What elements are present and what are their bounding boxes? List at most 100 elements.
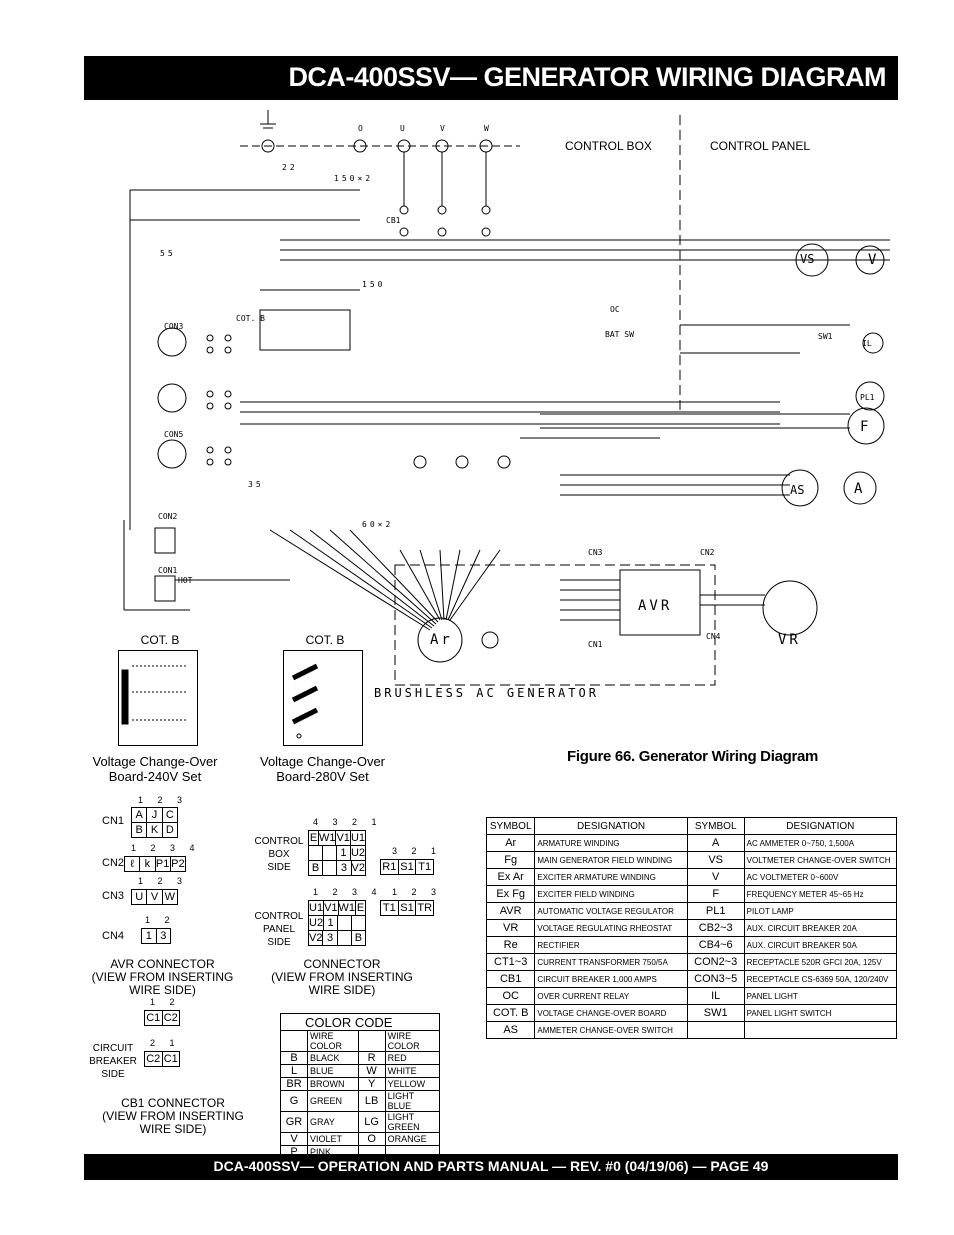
pin — [309, 846, 323, 860]
color-abbrev: LB — [357, 1090, 386, 1112]
color-abbrev: W — [357, 1064, 386, 1078]
symbol-cell: OC — [485, 987, 536, 1005]
designation-cell: PANEL LIGHT SWITCH — [743, 1004, 898, 1022]
color-name: BLUE — [307, 1064, 359, 1078]
box-pins-top: 4 3 2 1 — [313, 817, 383, 827]
pin: B — [309, 861, 324, 875]
panel-pins-top: 1 2 3 4 — [313, 887, 383, 897]
aux-breakers — [206, 334, 232, 466]
pin: C — [165, 809, 174, 821]
cb1-caption-3: WIRE SIDE) — [139, 1122, 207, 1136]
symbol-table: SYMBOL DESIGNATION SYMBOL DESIGNATION Ar… — [485, 817, 898, 1039]
color-abbrev: GR — [280, 1111, 308, 1133]
control-panel-side-2: PANEL — [262, 924, 296, 935]
symbol-cell: V — [686, 868, 745, 886]
color-abbrev: L — [280, 1064, 308, 1078]
symbol-cell: IL — [686, 987, 745, 1005]
sw1-label: SW1 — [818, 332, 833, 341]
panel-small-row: T1 S1 TR — [380, 900, 434, 916]
meter-as-label: AS — [790, 483, 805, 497]
color-name: LIGHT GREEN — [384, 1111, 441, 1133]
symbol-cell: AVR — [485, 902, 536, 920]
avr-box — [619, 569, 701, 636]
wire-color-header: WIRE COLOR — [307, 1030, 359, 1052]
color-name: GRAY — [307, 1111, 359, 1133]
symbol-cell: Fg — [485, 851, 536, 869]
panel-row2: U2 1 — [308, 915, 366, 931]
pin: A — [132, 808, 148, 822]
pin: E — [356, 902, 365, 914]
bat-sw-label: BAT SW — [605, 330, 634, 339]
box-small-pins: 3 2 1 — [392, 846, 443, 856]
symbol-cell: A — [686, 834, 745, 852]
pin: 1 — [337, 846, 351, 860]
cot-label: COT. B — [236, 314, 265, 323]
ground-icon — [260, 110, 276, 129]
color-name: VIOLET — [307, 1132, 359, 1146]
terminal-label-v: V — [440, 124, 445, 133]
avr-cn4-label: CN4 — [102, 930, 125, 942]
color-abbrev: O — [357, 1132, 386, 1146]
board280-title: COT. B — [305, 633, 345, 647]
page-title: DCA-400SSV— GENERATOR WIRING DIAGRAM — [288, 62, 886, 92]
designation-cell: AUX. CIRCUIT BREAKER 50A — [743, 936, 898, 954]
cn3-label: CN3 — [588, 548, 603, 557]
color-abbrev: R — [357, 1051, 386, 1065]
designation-cell: OVER CURRENT RELAY — [534, 987, 688, 1005]
avr-caption-1: AVR CONNECTOR — [110, 957, 215, 971]
footer-banner: DCA-400SSV— OPERATION AND PARTS MANUAL —… — [84, 1154, 898, 1180]
cb1-row-top: C1 C2 — [144, 1010, 180, 1026]
oc-label: OC — [610, 305, 620, 314]
symbol-cell: Ar — [485, 834, 536, 852]
meter-pl1-label: PL1 — [860, 393, 875, 402]
pin: 3 — [160, 930, 167, 942]
designation-cell: AUX. CIRCUIT BREAKER 20A — [743, 919, 898, 937]
pin: J — [147, 808, 163, 822]
symbol-cell: VR — [485, 919, 536, 937]
color-name: RED — [384, 1051, 441, 1065]
symbol-cell: SW1 — [686, 1004, 745, 1022]
con5-label: CON5 — [164, 430, 184, 439]
pin: C1 — [163, 1053, 178, 1065]
symbol-cell: CON3~5 — [686, 970, 745, 988]
cn1-label: CN1 — [588, 640, 603, 649]
color-name: WHITE — [384, 1064, 441, 1078]
wiring-schematic — [123, 110, 890, 686]
control-panel-label: CONTROL PANEL — [710, 139, 811, 153]
hot-label: HOT — [178, 576, 193, 585]
symbol-cell: AS — [485, 1021, 536, 1039]
wire-color-header: WIRE COLOR — [384, 1030, 441, 1052]
designation-cell: RECEPTACLE 520R GFCI 20A, 125V — [743, 953, 898, 971]
designation-header: DESIGNATION — [534, 817, 688, 835]
cn4-label: CN4 — [706, 632, 721, 641]
avr-cn2-row: ℓ k P1 P2 — [124, 856, 186, 872]
pin: W1 — [318, 831, 337, 845]
symbol-header: SYMBOL — [686, 817, 745, 835]
pin: S1 — [399, 901, 417, 915]
board280-drawing — [283, 650, 363, 746]
pin: U — [132, 890, 148, 904]
box-row2: 1 U2 — [308, 845, 366, 861]
pin: V — [147, 890, 163, 904]
pin: C2 — [145, 1052, 163, 1066]
color-abbrev: B — [280, 1051, 308, 1065]
color-name: ORANGE — [384, 1132, 441, 1146]
designation-cell: VOLTMETER CHANGE-OVER SWITCH — [743, 851, 898, 869]
dim-55: 55 — [160, 249, 176, 258]
connector-caption-3: WIRE SIDE) — [308, 983, 376, 997]
panel-row3: V2 3 B — [308, 930, 366, 946]
symbol-cell: CB4~6 — [686, 936, 745, 954]
meter-drawings — [781, 243, 885, 507]
designation-cell: CURRENT TRANSFORMER 750/5A — [534, 953, 688, 971]
avr-caption-2: (VIEW FROM INSERTING — [91, 970, 234, 984]
control-box-side-1: CONTROL — [254, 836, 304, 847]
main-breaker-cb1 — [399, 152, 491, 237]
current-transformers — [413, 455, 511, 469]
